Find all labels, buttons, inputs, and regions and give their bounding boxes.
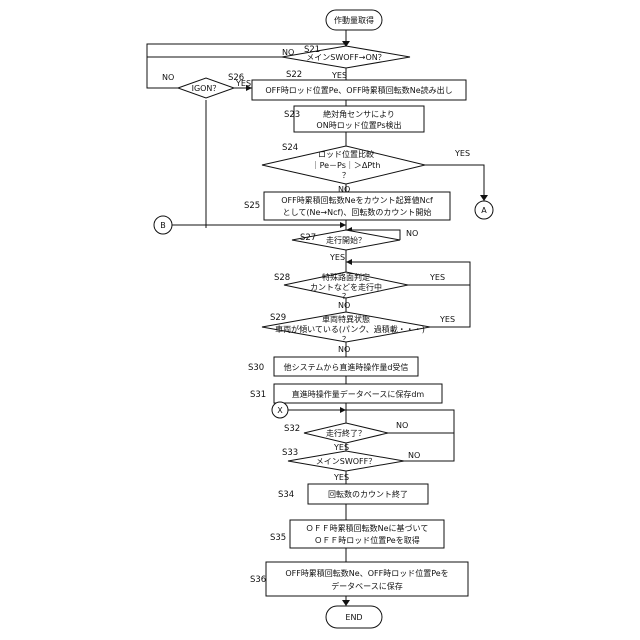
connector-x-label: X: [277, 406, 283, 415]
s22-text: OFF時ロッド位置Pe、OFF時累積回転数Ne読み出し: [265, 85, 452, 95]
s32-no-label: NO: [396, 421, 408, 430]
s30-step-id: S30: [248, 363, 264, 373]
s34-process: 回転数のカウント終了 S34: [278, 484, 428, 504]
s28-yes-label: YES: [429, 273, 445, 282]
s21-no-label: NO: [282, 48, 294, 57]
s31-step-id: S31: [250, 390, 266, 400]
s30-process: 他システムから直進時操作量d受信 S30: [248, 357, 418, 376]
s32-text: 走行終了？: [326, 428, 366, 438]
s22-step-id: S22: [286, 70, 302, 80]
s31-process: 直進時操作量データベースに保存dm S31: [250, 384, 442, 403]
s27-yes-label: YES: [329, 253, 345, 262]
s26-text: IGON？: [192, 84, 221, 93]
connector-x: X: [272, 402, 288, 418]
start-terminal-label: 作動量取得: [334, 15, 374, 25]
s29-step-id: S29: [270, 313, 286, 323]
s28-text-line3: ？: [342, 292, 350, 301]
s23-text-line1: 絶対角センサにより: [323, 109, 395, 119]
connector-b-label: B: [160, 221, 166, 230]
s21-step-id: S21: [304, 45, 320, 55]
end-terminal: END: [326, 606, 382, 628]
s35-process: ＯＦＦ時累積回転数Neに基づいて ＯＦＦ時ロッド位置Peを取得 S35: [270, 520, 444, 548]
s36-text-line2: データベースに保存: [331, 581, 403, 591]
connector-a: A: [475, 201, 493, 219]
s25-text-line1: OFF時累積回転数Neをカウント起算値Ncf: [281, 195, 433, 205]
s28-step-id: S28: [274, 273, 290, 283]
end-terminal-label: END: [345, 613, 362, 622]
arrow-s28-loop: [346, 259, 352, 265]
s28-no-label: NO: [338, 301, 350, 310]
s23-text-line2: ON時ロッド位置Ps検出: [316, 120, 401, 130]
s33-yes-label: YES: [333, 473, 349, 482]
s24-text-line3: ？: [342, 171, 350, 180]
s30-text: 他システムから直進時操作量d受信: [284, 362, 409, 372]
arrow-x-join: [340, 407, 346, 413]
s22-process: OFF時ロッド位置Pe、OFF時累積回転数Ne読み出し S22: [252, 70, 466, 100]
s26-yes-label: YES: [235, 79, 251, 88]
connector-a-label: A: [481, 206, 487, 215]
s27-text: 走行開始？: [326, 235, 366, 245]
s27-decision: 走行開始？ S27 NO YES: [292, 229, 418, 262]
s25-text-line2: として(Ne→Ncf)、回転数のカウント開始: [283, 207, 432, 217]
s32-step-id: S32: [284, 424, 300, 434]
s26-no-label: NO: [162, 73, 174, 82]
arrow-into-a: [480, 195, 488, 201]
s25-process: OFF時累積回転数Neをカウント起算値Ncf として(Ne→Ncf)、回転数のカ…: [244, 192, 450, 220]
s36-step-id: S36: [250, 575, 266, 585]
s35-text-line1: ＯＦＦ時累積回転数Neに基づいて: [306, 523, 429, 533]
s29-text-line3: ？: [342, 335, 350, 344]
arrow-b-join: [340, 222, 346, 228]
s27-step-id: S27: [300, 233, 316, 243]
s29-yes-label: YES: [439, 315, 455, 324]
s29-text-line2: 車両が傾いている(パンク、過積載・・・): [275, 324, 425, 334]
s35-step-id: S35: [270, 533, 286, 543]
arrow-into-end: [342, 600, 350, 606]
s34-step-id: S34: [278, 490, 294, 500]
s26-decision: IGON？ S26 NO YES: [162, 73, 251, 98]
s33-step-id: S33: [282, 448, 298, 458]
s36-text-line1: OFF時累積回転数Ne、OFF時ロッド位置Peを: [285, 568, 448, 578]
s24-text-line2: ｜Pe－Ps｜＞ΔPth: [312, 161, 381, 170]
s21-yes-label: YES: [331, 71, 347, 80]
s31-text: 直進時操作量データベースに保存dm: [292, 389, 425, 399]
s28-decision: 特殊路面判定 カントなどを走行中 ？ S28 YES NO: [274, 272, 445, 310]
start-terminal: 作動量取得: [326, 10, 382, 30]
s25-step-id: S25: [244, 201, 260, 211]
s24-yes-label: YES: [454, 149, 470, 158]
s33-decision: メインSWOFF？ S33 NO YES: [282, 448, 420, 482]
s33-text: メインSWOFF？: [316, 457, 377, 466]
s29-decision: 車両特異状態 車両が傾いている(パンク、過積載・・・) ？ S29 YES NO: [262, 312, 455, 354]
s23-step-id: S23: [284, 110, 300, 120]
s33-no-label: NO: [408, 451, 420, 460]
s29-text-line1: 車両特異状態: [322, 314, 370, 324]
s32-decision: 走行終了？ S32 NO YES: [284, 421, 408, 452]
s23-process: 絶対角センサにより ON時ロッド位置Ps検出 S23: [284, 106, 424, 132]
s28-text-line2: カントなどを走行中: [310, 282, 382, 292]
s27-no-label: NO: [406, 229, 418, 238]
s35-text-line2: ＯＦＦ時ロッド位置Peを取得: [314, 535, 419, 545]
connector-b: B: [154, 216, 172, 234]
s34-text: 回転数のカウント終了: [328, 489, 408, 499]
s29-no-label: NO: [338, 345, 350, 354]
s28-text-line1: 特殊路面判定: [322, 272, 370, 282]
s24-step-id: S24: [282, 143, 298, 153]
s36-process: OFF時累積回転数Ne、OFF時ロッド位置Peを データベースに保存 S36: [250, 562, 468, 596]
s24-decision: ロッド位置比較 ｜Pe－Ps｜＞ΔPth ？ S24 YES NO: [262, 143, 470, 194]
s24-text-line1: ロッド位置比較: [318, 149, 374, 159]
